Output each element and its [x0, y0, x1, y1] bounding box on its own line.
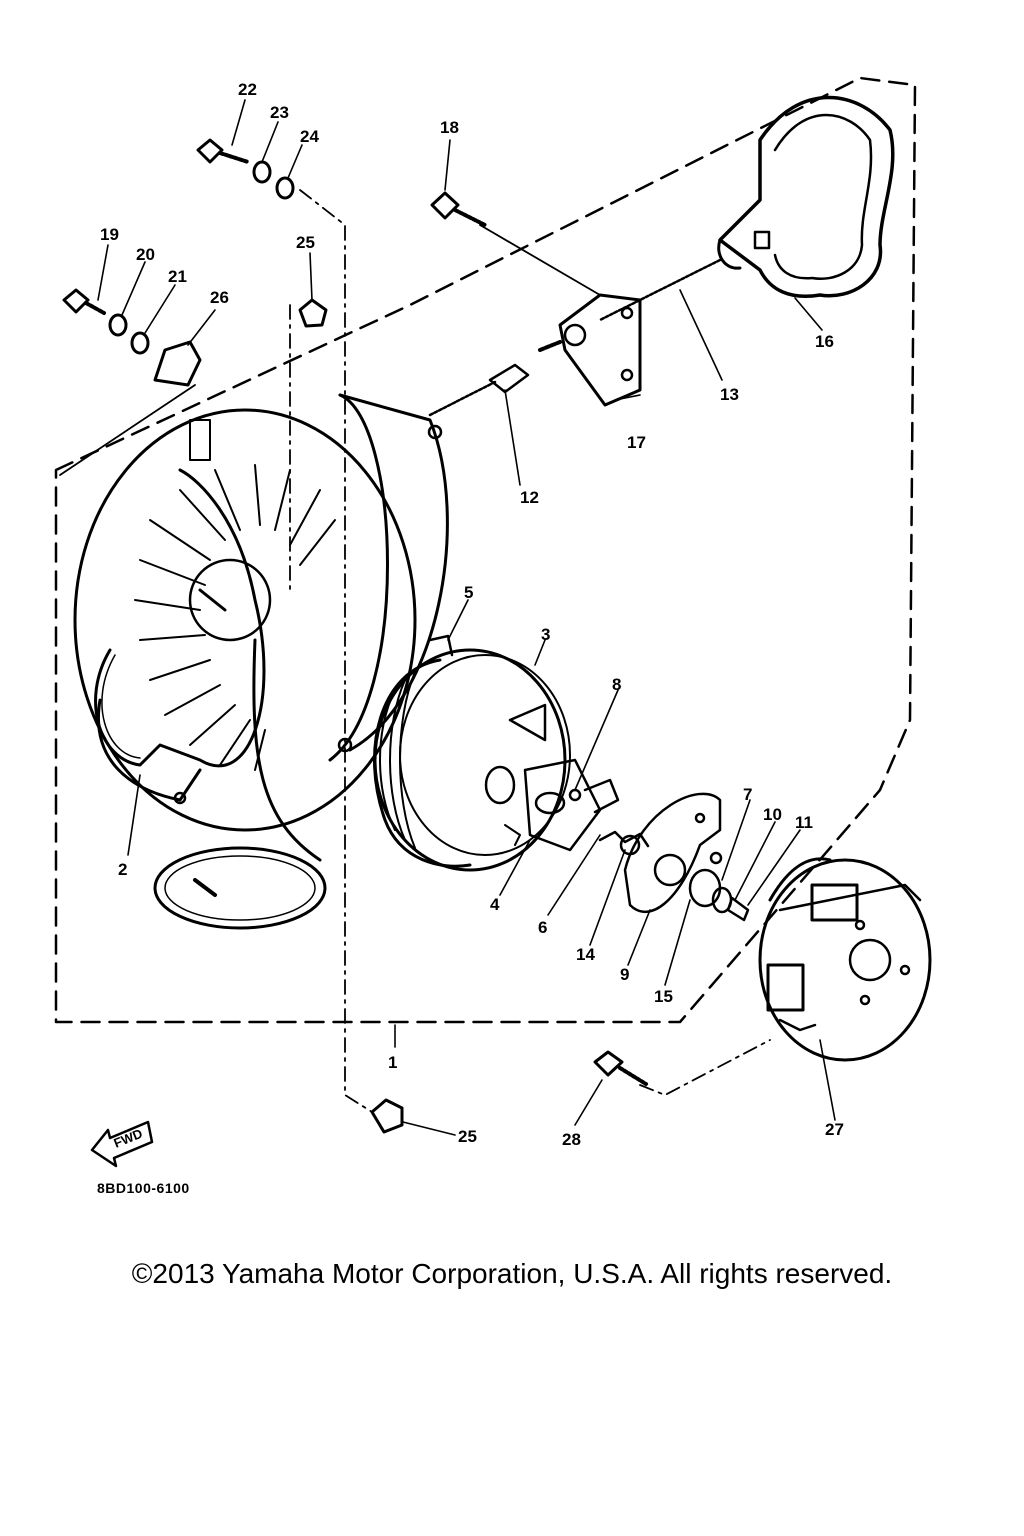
callout-14: 14	[576, 945, 595, 964]
starter-housing	[73, 393, 449, 832]
callout-9: 9	[620, 965, 629, 984]
assembly-outline	[54, 76, 917, 1024]
callout-3: 3	[541, 625, 550, 644]
callout-21: 21	[168, 267, 187, 286]
callout-4: 4	[490, 895, 500, 914]
callout-leaders	[97, 99, 836, 1136]
bolt-28	[593, 1050, 648, 1086]
bolt-18	[430, 191, 487, 227]
callout-25-bottom: 25	[458, 1127, 477, 1146]
washer-21	[130, 331, 150, 355]
callout-8: 8	[612, 675, 621, 694]
assembly-leader-lines	[59, 189, 771, 1113]
bolt-22	[196, 138, 250, 164]
callout-18: 18	[440, 118, 459, 137]
callout-28: 28	[562, 1130, 581, 1149]
copyright-notice: ©2013 Yamaha Motor Corporation, U.S.A. A…	[131, 1258, 893, 1289]
washer-24	[275, 176, 295, 200]
bolt-19	[62, 288, 106, 315]
plate-26	[153, 340, 202, 387]
gasket-seal	[94, 468, 266, 768]
nut-25-top	[298, 298, 328, 328]
callout-6: 6	[538, 918, 547, 937]
callout-27: 27	[825, 1120, 844, 1139]
starter-rope-coil	[153, 638, 327, 930]
callout-labels: 22 23 24 18 19 20 21 26 25 16 13 17 12 5…	[100, 80, 844, 1149]
ratchet-pawl	[523, 758, 620, 852]
callout-10: 10	[763, 805, 782, 824]
rope-guide	[428, 340, 562, 417]
callout-15: 15	[654, 987, 673, 1006]
callout-12: 12	[520, 488, 539, 507]
callout-26: 26	[210, 288, 229, 307]
callout-25-top: 25	[296, 233, 315, 252]
friction-plate	[623, 792, 722, 914]
callout-23: 23	[270, 103, 289, 122]
callout-13: 13	[720, 385, 739, 404]
callout-17: 17	[627, 433, 646, 452]
rope-guide-bracket	[558, 293, 642, 407]
washer-20	[108, 313, 128, 337]
callout-22: 22	[238, 80, 257, 99]
starter-pulley-cup	[758, 857, 932, 1062]
callout-5: 5	[464, 583, 473, 602]
forward-arrow-icon: FWD	[90, 1120, 154, 1168]
callout-7: 7	[743, 785, 752, 804]
starter-rope	[598, 258, 722, 322]
callout-11: 11	[795, 813, 813, 832]
callout-1: 1	[388, 1053, 397, 1072]
nut-25-bottom	[370, 1098, 404, 1134]
recoil-reel	[373, 634, 571, 872]
drawing-code: 8BD100-6100	[97, 1180, 190, 1196]
callout-19: 19	[100, 225, 119, 244]
callout-2: 2	[118, 860, 127, 879]
pawl-spring	[598, 830, 650, 848]
washer-stack	[688, 851, 750, 922]
washer-23	[252, 160, 272, 184]
callout-16: 16	[815, 332, 834, 351]
starter-handle	[717, 95, 895, 298]
callout-24: 24	[300, 127, 319, 146]
callout-20: 20	[136, 245, 155, 264]
